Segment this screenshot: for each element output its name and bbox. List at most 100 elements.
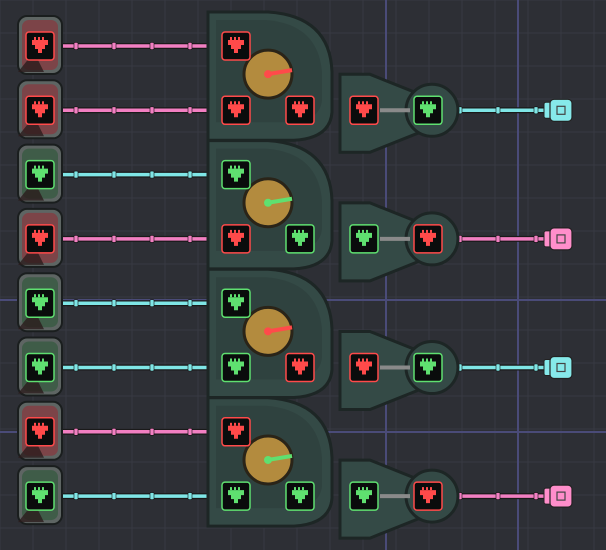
- input-block-2[interactable]: [17, 79, 63, 140]
- input-block-7[interactable]: [17, 400, 63, 461]
- input-wire-2: [62, 106, 222, 115]
- gate-dial-1[interactable]: [242, 48, 294, 100]
- input-block-8[interactable]: [17, 465, 63, 526]
- input-switch-2[interactable]: [25, 95, 55, 126]
- gate-output-1[interactable]: [285, 95, 315, 126]
- output-connector-4[interactable]: [543, 484, 573, 508]
- ethernet-port-icon: [32, 294, 48, 311]
- input-switch-6[interactable]: [25, 352, 55, 383]
- ethernet-port-icon: [292, 358, 308, 375]
- ethernet-port-icon: [32, 487, 48, 504]
- ethernet-port-icon: [228, 165, 244, 182]
- input-wire-3: [62, 170, 222, 179]
- ethernet-port-icon: [32, 165, 48, 182]
- gate-output-2[interactable]: [285, 224, 315, 254]
- ethernet-port-icon: [32, 37, 48, 53]
- buffer-module-1[interactable]: [338, 72, 460, 154]
- module-layer: [206, 10, 460, 540]
- ethernet-port-icon: [228, 487, 244, 504]
- logic-gate-2[interactable]: [206, 139, 334, 271]
- ethernet-port-icon: [32, 422, 48, 439]
- gate-input-a-4[interactable]: [221, 417, 251, 447]
- input-switch-8[interactable]: [25, 481, 55, 511]
- output-wire-3: [446, 363, 546, 372]
- input-switch-5[interactable]: [25, 288, 55, 318]
- ethernet-port-icon: [32, 358, 48, 375]
- gate-input-b-2[interactable]: [221, 224, 251, 254]
- gate-input-b-1[interactable]: [221, 95, 251, 126]
- ethernet-port-icon: [420, 101, 436, 118]
- plug-icon: [556, 234, 566, 244]
- input-layer: [17, 15, 63, 526]
- ethernet-port-icon: [292, 101, 308, 118]
- output-connector-3[interactable]: [543, 355, 573, 380]
- buffer-output-1[interactable]: [413, 95, 443, 126]
- output-connector-1[interactable]: [543, 98, 573, 122]
- input-switch-7[interactable]: [25, 417, 55, 447]
- ethernet-port-icon: [420, 487, 436, 504]
- ethernet-port-icon: [228, 358, 244, 375]
- input-wire-5: [62, 299, 222, 308]
- gate-input-a-2[interactable]: [221, 159, 251, 190]
- buffer-input-3[interactable]: [349, 352, 379, 383]
- ethernet-port-icon: [228, 101, 244, 118]
- output-wire-2: [446, 235, 546, 243]
- ethernet-port-icon: [228, 37, 244, 53]
- ethernet-port-icon: [356, 487, 372, 504]
- ethernet-port-icon: [356, 358, 372, 375]
- input-wire-8: [62, 492, 222, 500]
- logic-gate-1[interactable]: [206, 10, 334, 142]
- buffer-output-2[interactable]: [413, 224, 443, 254]
- ethernet-port-icon: [356, 101, 372, 118]
- buffer-module-4[interactable]: [338, 458, 460, 540]
- input-block-1[interactable]: [17, 15, 63, 75]
- input-wire-6: [62, 363, 222, 372]
- input-switch-3[interactable]: [25, 159, 55, 190]
- ethernet-port-icon: [228, 229, 244, 246]
- ethernet-port-icon: [32, 101, 48, 118]
- gate-input-b-4[interactable]: [221, 481, 251, 511]
- input-wire-7: [62, 427, 222, 436]
- output-connector-2[interactable]: [543, 227, 573, 251]
- ethernet-port-icon: [292, 487, 308, 504]
- wire-layer: [62, 42, 546, 500]
- buffer-module-2[interactable]: [338, 201, 460, 283]
- input-wire-4: [62, 235, 222, 243]
- output-layer: [543, 98, 573, 508]
- gate-output-3[interactable]: [285, 352, 315, 383]
- gate-input-a-3[interactable]: [221, 288, 251, 318]
- logic-gate-4[interactable]: [206, 396, 334, 528]
- ethernet-port-icon: [228, 294, 244, 311]
- buffer-input-2[interactable]: [349, 224, 379, 254]
- buffer-input-4[interactable]: [349, 481, 379, 511]
- ethernet-port-icon: [356, 229, 372, 246]
- input-block-4[interactable]: [17, 207, 63, 268]
- ethernet-port-icon: [292, 229, 308, 246]
- ethernet-port-icon: [228, 422, 244, 439]
- input-wire-1: [62, 42, 222, 50]
- buffer-output-4[interactable]: [413, 481, 443, 511]
- input-block-5[interactable]: [17, 272, 63, 333]
- plug-icon: [556, 491, 566, 501]
- gate-input-a-1[interactable]: [221, 31, 251, 61]
- gate-dial-2[interactable]: [242, 177, 294, 229]
- output-wire-1: [446, 106, 546, 115]
- input-block-6[interactable]: [17, 336, 63, 397]
- output-wire-4: [446, 492, 546, 500]
- logic-gate-3[interactable]: [206, 267, 334, 399]
- buffer-output-3[interactable]: [413, 352, 443, 383]
- buffer-module-3[interactable]: [338, 330, 460, 411]
- input-switch-4[interactable]: [25, 224, 55, 254]
- ethernet-port-icon: [420, 358, 436, 375]
- plug-icon: [556, 105, 566, 115]
- plug-icon: [556, 362, 566, 373]
- gate-input-b-3[interactable]: [221, 352, 251, 383]
- gate-dial-4[interactable]: [242, 434, 294, 486]
- gate-dial-3[interactable]: [242, 305, 294, 357]
- input-block-3[interactable]: [17, 143, 63, 204]
- buffer-input-1[interactable]: [349, 95, 379, 126]
- ethernet-port-icon: [420, 229, 436, 246]
- gate-output-4[interactable]: [285, 481, 315, 511]
- input-switch-1[interactable]: [25, 31, 55, 61]
